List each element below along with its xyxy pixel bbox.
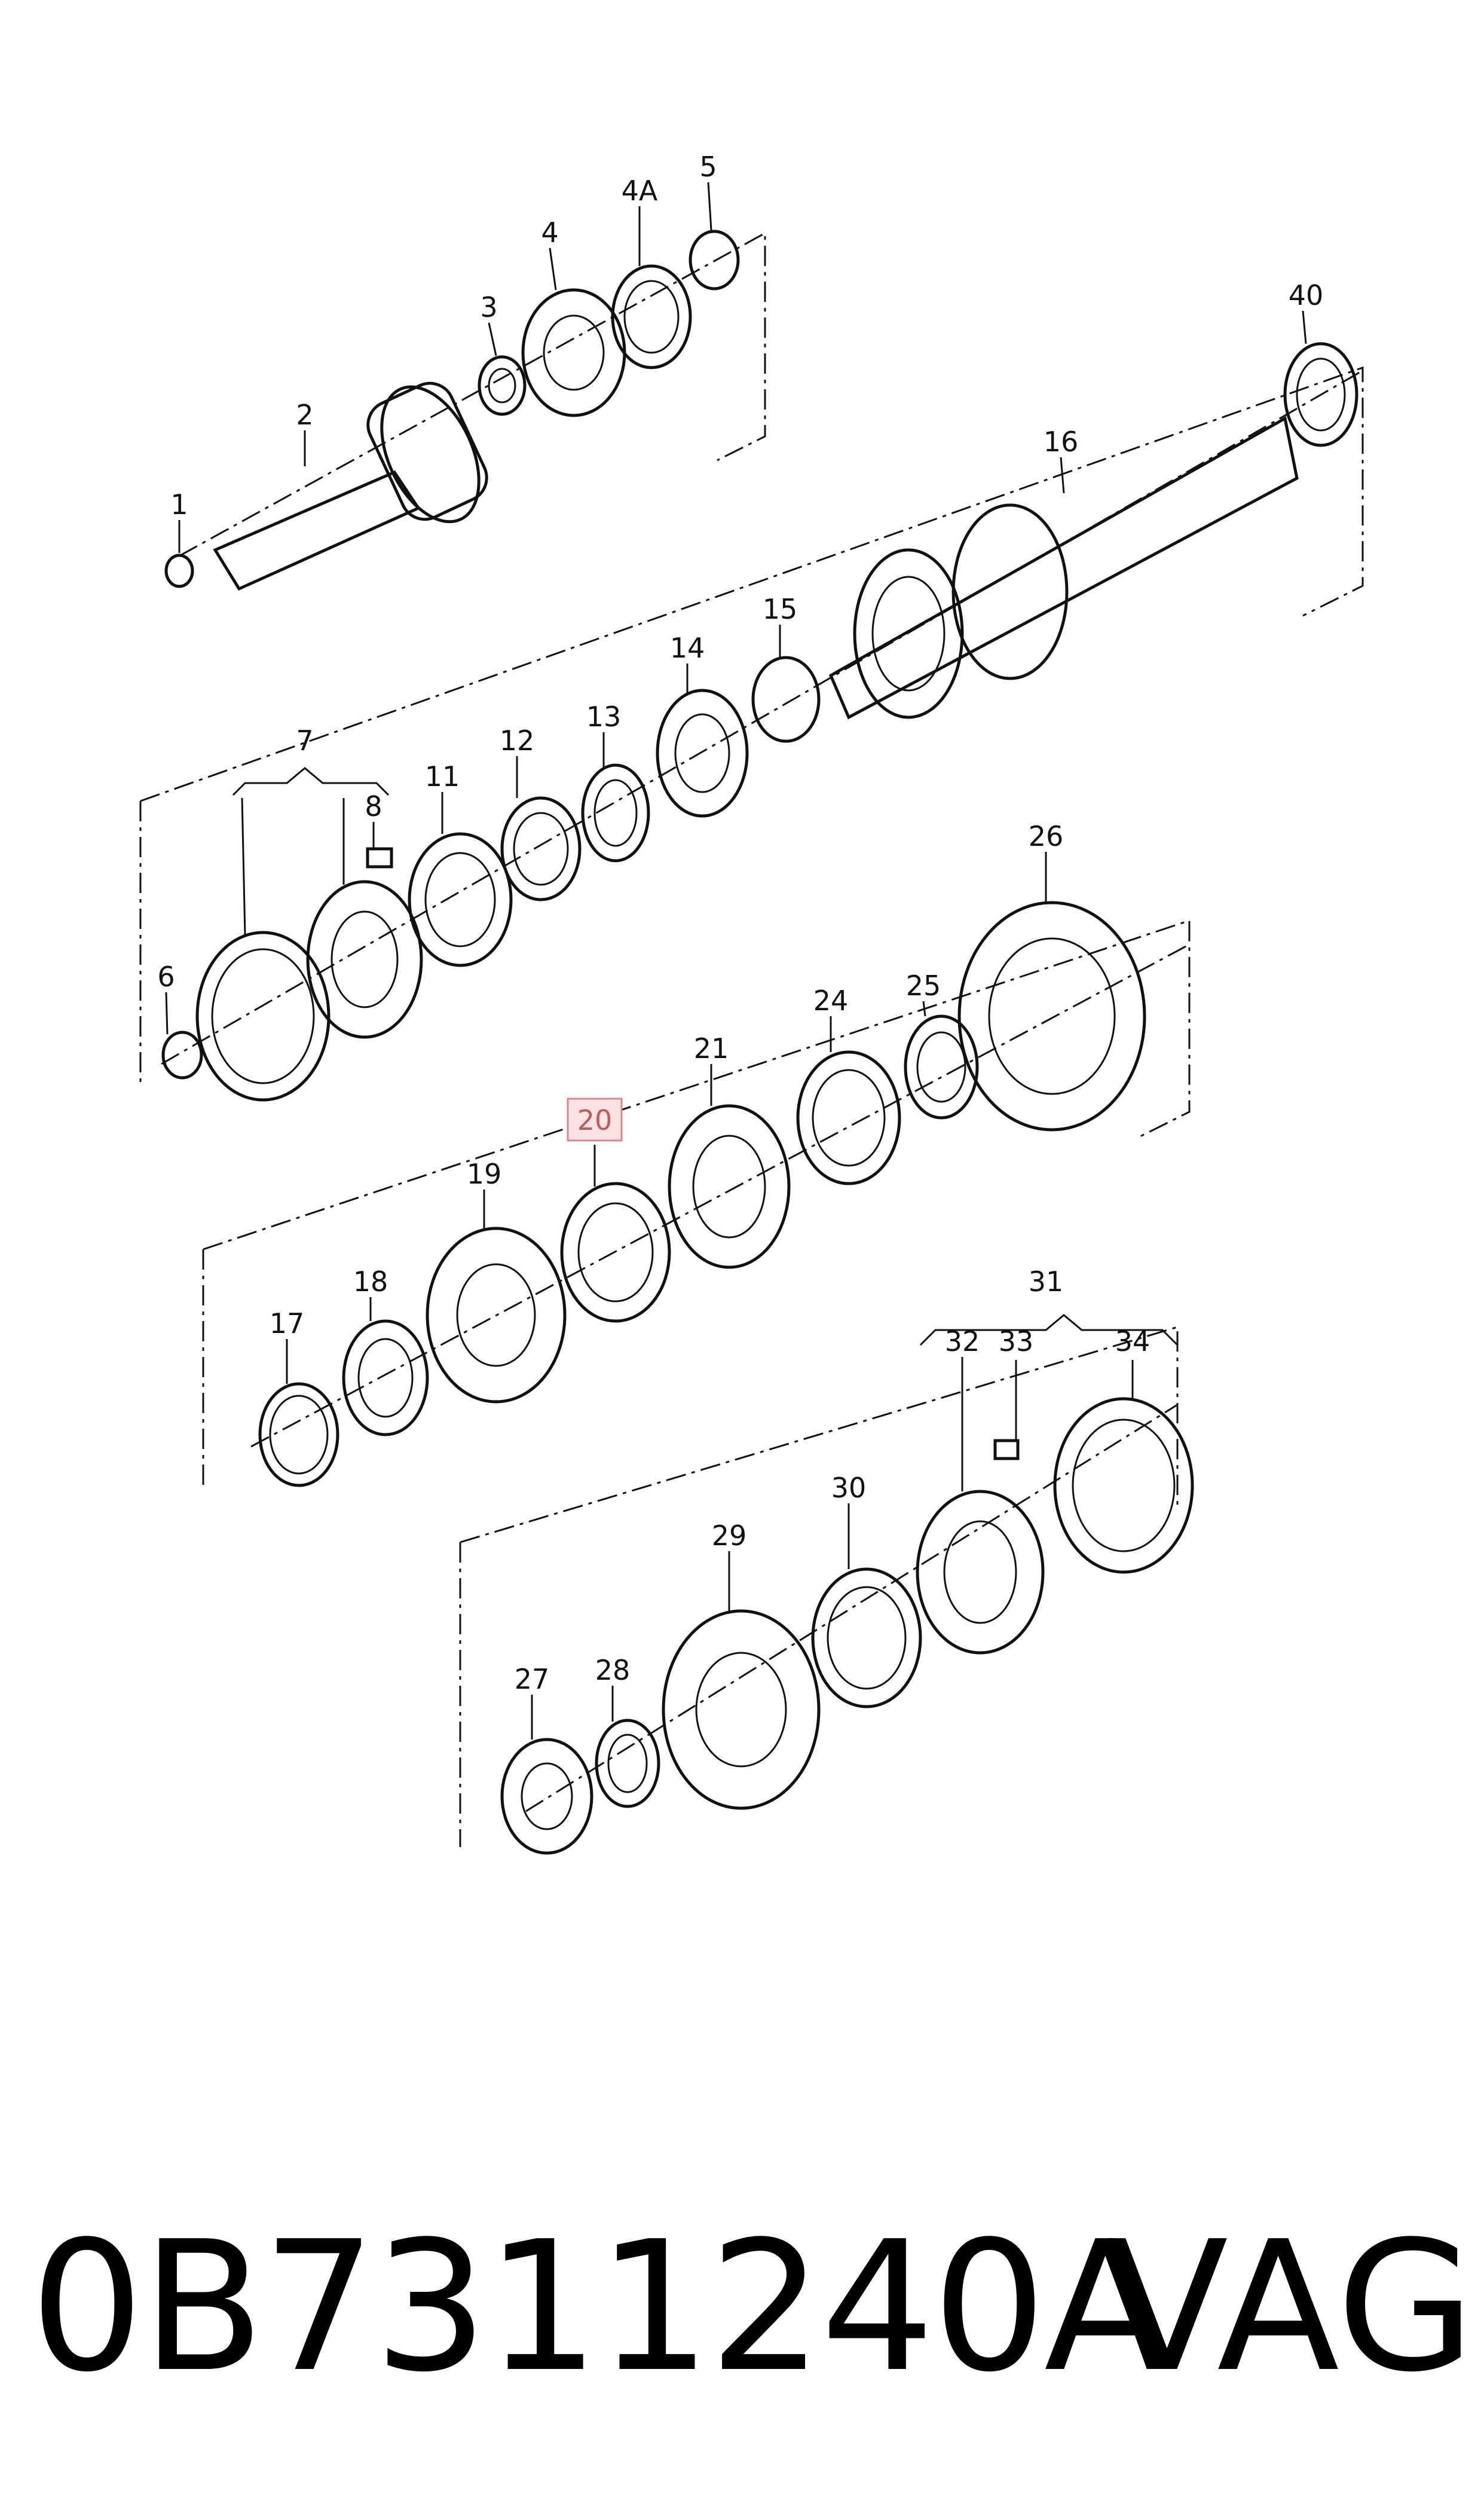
callout-21: 21 [694,1032,729,1065]
frame-gear-set-2 [459,1325,1179,1847]
part-13-needle-bearing [581,763,650,863]
frame-gear-set-1 [202,919,1191,1488]
axis-line-2 [250,943,1190,1448]
part-30-synchro-ring [811,1567,922,1708]
callout-32: 32 [945,1325,980,1358]
callout-7: 7 [296,724,313,757]
part-32-synchro-hub [916,1490,1045,1655]
part-4-washer [521,288,626,417]
callout-25: 25 [906,970,941,1002]
part-20-synchro-ring [560,1182,671,1323]
part-18-needle-bearing [342,1319,429,1436]
bracket-7 [232,767,390,796]
callout-34: 34 [1115,1325,1151,1358]
part-12-washer [500,796,582,901]
part-25-needle-bearing [904,1014,979,1120]
part-19-gear [426,1227,567,1404]
part-15-synchro-ring [751,656,821,743]
part-26-gear [957,901,1146,1132]
part-1-circlip [164,554,194,588]
callout-31: 31 [1029,1265,1064,1298]
part-40-bearing [1283,342,1358,447]
callout-12: 12 [500,724,535,757]
part-29-gear [662,1609,821,1810]
part-34-synchro-sleeve [1053,1397,1194,1574]
part-33-locking-piece [993,1439,1020,1460]
callout-5: 5 [699,151,717,183]
callout-17: 17 [270,1307,305,1340]
callout-labels: 1 2 3 4 4A 5 6 7 8 11 12 13 14 15 16 17 … [157,151,1323,1695]
part-21-synchro-hub [668,1104,791,1269]
callout-18: 18 [353,1265,388,1298]
part-7-synchro-hub [306,880,423,1039]
highlight-box-20 [567,1097,623,1142]
part-7-synchro-sleeve [195,931,331,1102]
part-28-needle-bearing [595,1719,660,1808]
callout-33: 33 [999,1325,1034,1358]
callout-40: 40 [1289,279,1324,311]
callout-6: 6 [157,961,175,993]
callout-20: 20 [577,1104,613,1136]
part-17-circlip [258,1382,339,1487]
callout-29: 29 [712,1520,747,1552]
callout-4: 4 [541,216,558,249]
part-4a-synchro-ring [611,264,692,369]
callout-15: 15 [763,593,798,625]
frame-input-shaft [179,231,766,557]
bracket-31 [919,1314,1179,1346]
part-24-synchro-ring [796,1050,901,1185]
frame-main-shaft [139,366,1364,1082]
part-27-thrust-washer [500,1738,593,1855]
leader-lines [165,182,1307,1740]
part-6-circlip [161,1031,203,1080]
callout-19: 19 [467,1158,502,1190]
assembly-frames [139,231,1364,1847]
callout-14: 14 [670,632,705,664]
callout-8: 8 [365,790,382,823]
callout-16: 16 [1044,426,1079,458]
callout-2: 2 [296,399,313,431]
callout-4a: 4A [622,175,658,207]
callout-24: 24 [813,985,849,1017]
callout-26: 26 [1029,820,1064,852]
axis-line-3 [525,1404,1178,1812]
callout-30: 30 [831,1472,867,1504]
footer: 0B7311240A VAG [24,2188,1475,2427]
callout-1: 1 [170,488,188,521]
part-11-synchro-ring [408,832,513,967]
part-5-circlip [689,230,740,291]
callout-11: 11 [425,760,460,793]
brand-name: VAG [1106,2203,1476,2411]
part-16-main-shaft [828,416,1299,720]
callout-13: 13 [586,701,622,733]
part-8-locking-piece [366,847,393,869]
callout-28: 28 [595,1654,631,1686]
part-14-gear [656,689,749,818]
callout-3: 3 [480,291,497,323]
part-2-input-shaft [213,381,488,591]
part-number: 0B7311240A [30,2203,1167,2411]
part-3-bearing [478,355,527,416]
callout-27: 27 [515,1663,550,1695]
axis-line-1 [161,369,1363,1065]
